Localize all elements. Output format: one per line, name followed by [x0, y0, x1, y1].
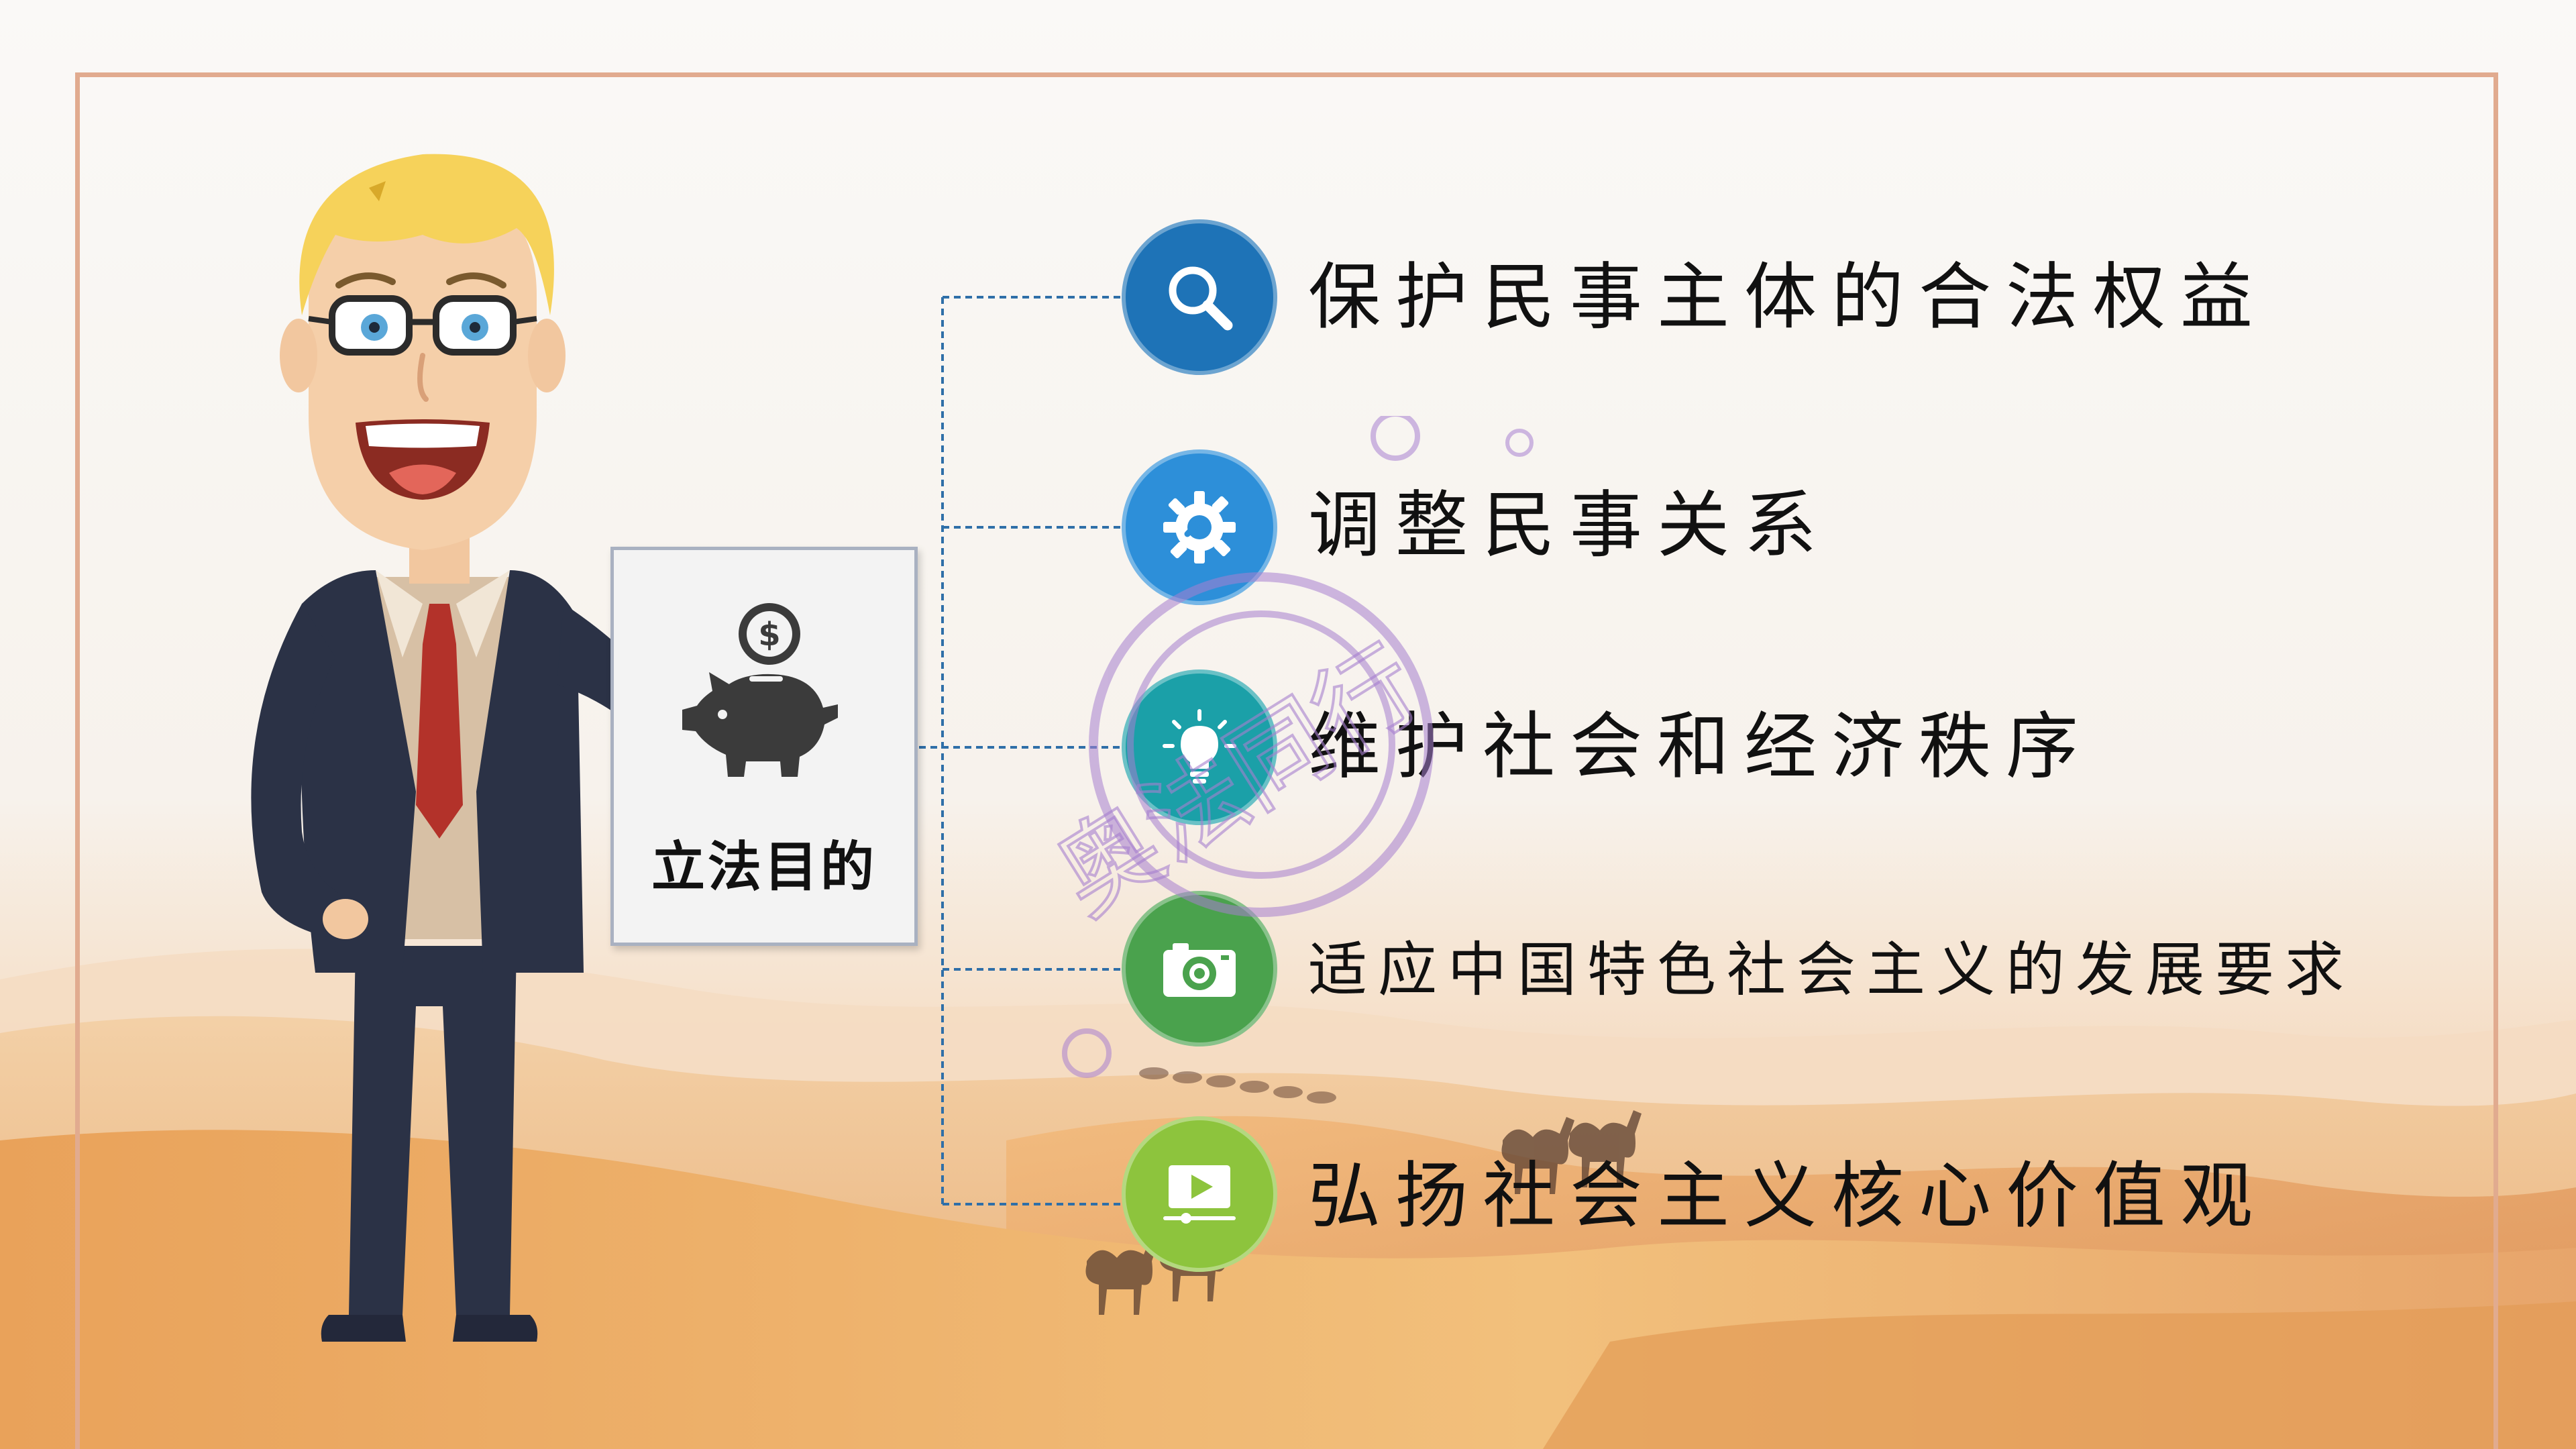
video-play-icon: [1163, 1165, 1236, 1224]
watermark-stamp: 奥法同行: [1035, 416, 1534, 1078]
svg-text:$: $: [758, 616, 780, 653]
piggy-bank-dollar-icon: $: [682, 603, 838, 777]
magnifier-icon: [1169, 266, 1233, 331]
item-label-1: 保护民事主体的合法权益: [1308, 256, 2268, 339]
gear-wrench-icon: [1163, 491, 1236, 564]
item-label-4: 适应中国特色社会主义的发展要求: [1308, 935, 2355, 1004]
item-label-2: 调整民事关系: [1308, 484, 1832, 568]
purpose-title: 立法目的: [651, 836, 877, 898]
camera-icon: [1163, 943, 1236, 997]
item-circle-video: [1122, 1116, 1277, 1272]
item-circle-magnifier: [1122, 219, 1277, 375]
item-label-3: 维护社会和经济秩序: [1308, 705, 2094, 789]
purpose-box: $ 立法目的: [610, 547, 918, 946]
item-circle-camera: [1122, 891, 1277, 1046]
cartoon-man-illustration: [251, 154, 617, 1342]
item-circle-lightbulb: [1122, 669, 1277, 825]
lightbulb-icon: [1163, 709, 1236, 784]
item-circle-gear: [1122, 449, 1277, 605]
item-label-5: 弘扬社会主义核心价值观: [1308, 1155, 2268, 1238]
slide-frame: [75, 72, 2498, 1449]
